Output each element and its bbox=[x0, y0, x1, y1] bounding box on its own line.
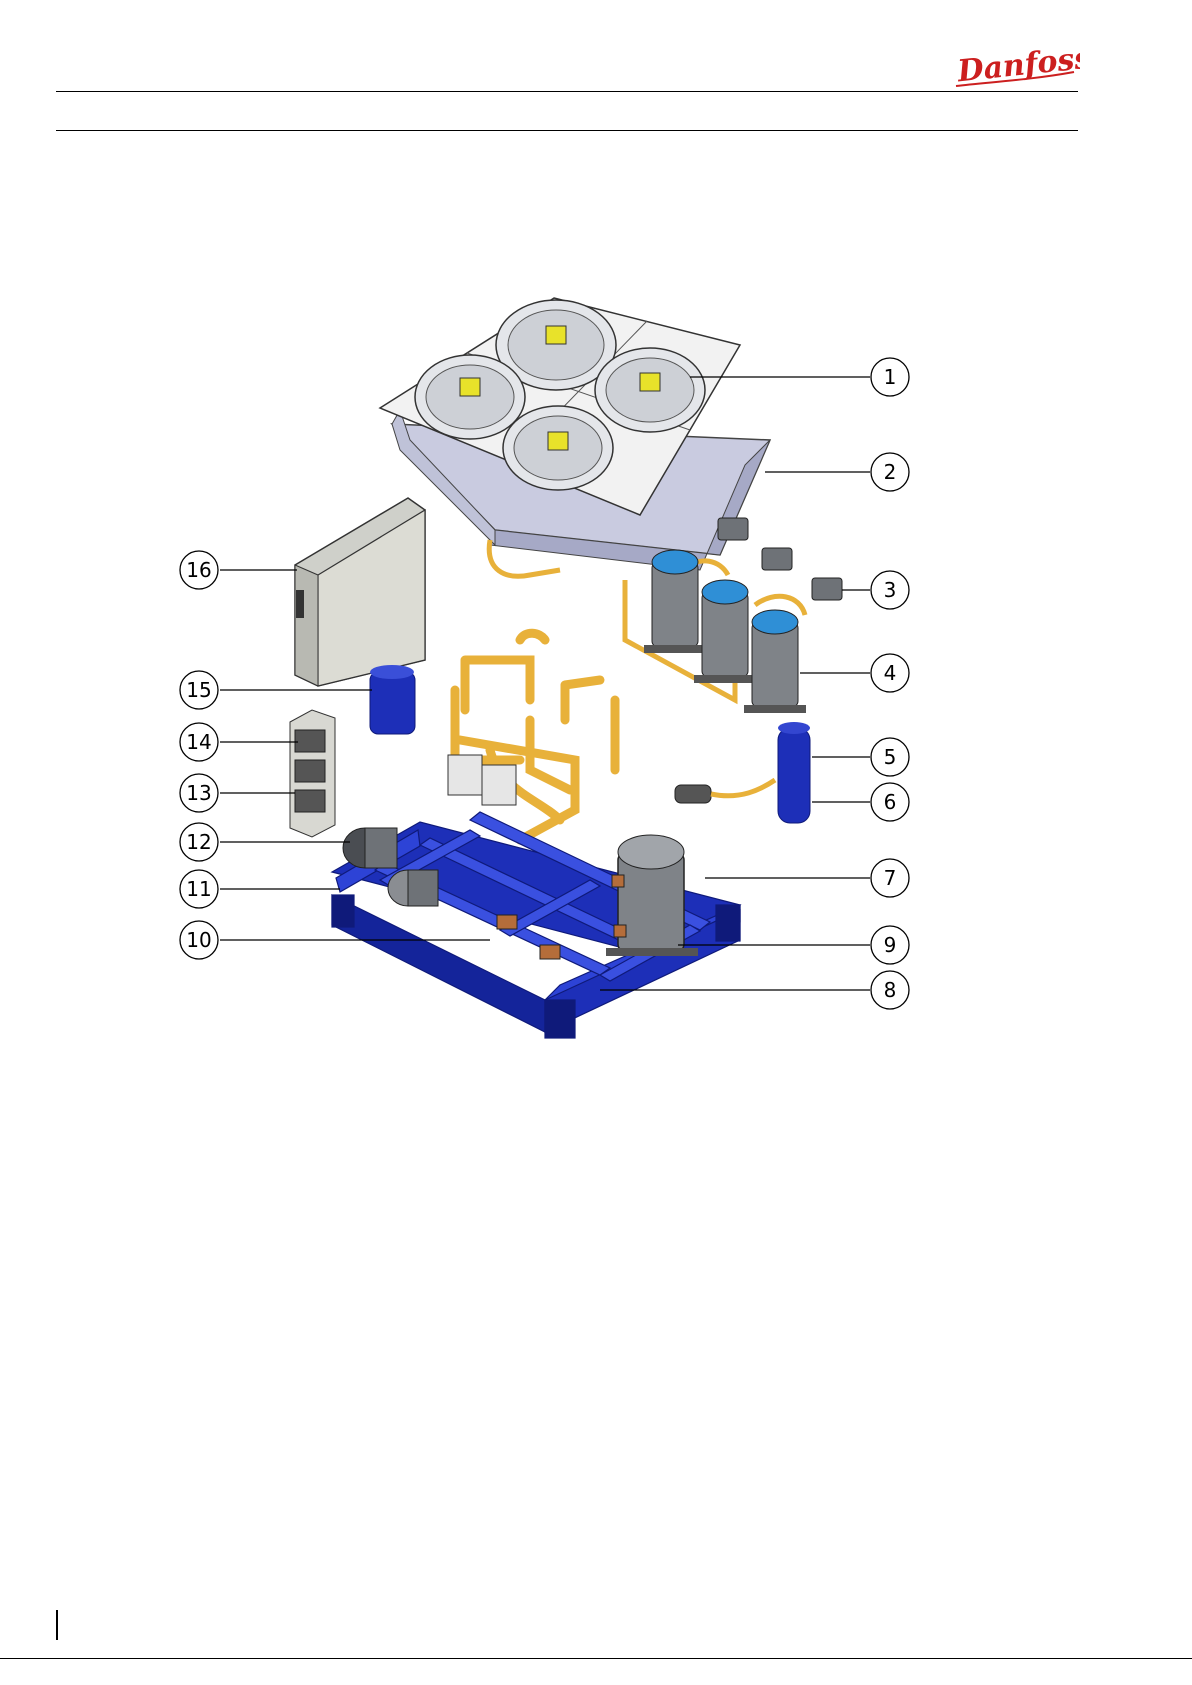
callout-7: 7 bbox=[871, 859, 909, 897]
callout-number: 8 bbox=[884, 978, 897, 1002]
callout-13: 13 bbox=[180, 774, 218, 812]
footer-bar bbox=[56, 1610, 58, 1640]
callout-number: 9 bbox=[884, 933, 897, 957]
callout-10: 10 bbox=[180, 921, 218, 959]
fan bbox=[415, 355, 525, 439]
callout-number: 6 bbox=[884, 790, 897, 814]
callout-12: 12 bbox=[180, 823, 218, 861]
callout-4: 4 bbox=[871, 654, 909, 692]
callout-number: 14 bbox=[186, 730, 211, 754]
callout-number: 1 bbox=[884, 365, 897, 389]
callout-14: 14 bbox=[180, 723, 218, 761]
fan bbox=[503, 406, 613, 490]
callout-9: 9 bbox=[871, 926, 909, 964]
callout-number: 11 bbox=[186, 877, 211, 901]
callout-16: 16 bbox=[180, 551, 218, 589]
footer-rule bbox=[0, 1658, 1192, 1659]
callout-6: 6 bbox=[871, 783, 909, 821]
callout-3: 3 bbox=[871, 571, 909, 609]
liquid-receiver bbox=[778, 722, 810, 823]
callout-number: 7 bbox=[884, 866, 897, 890]
callout-8: 8 bbox=[871, 971, 909, 1009]
main-compressor bbox=[606, 835, 698, 956]
callout-number: 4 bbox=[884, 661, 897, 685]
fan bbox=[595, 348, 705, 432]
oil-separator bbox=[370, 665, 415, 734]
callout-5: 5 bbox=[871, 738, 909, 776]
callout-2: 2 bbox=[871, 453, 909, 491]
callout-number: 13 bbox=[186, 781, 211, 805]
callout-15: 15 bbox=[180, 671, 218, 709]
control-box bbox=[295, 498, 425, 686]
callout-number: 2 bbox=[884, 460, 897, 484]
filter-drier bbox=[675, 780, 775, 803]
callout-number: 16 bbox=[186, 558, 211, 582]
piping-harness bbox=[455, 633, 615, 840]
callout-1: 1 bbox=[871, 358, 909, 396]
callout-number: 3 bbox=[884, 578, 897, 602]
callout-11: 11 bbox=[180, 870, 218, 908]
pressure-switch-panel bbox=[290, 710, 335, 837]
callout-number: 10 bbox=[186, 928, 211, 952]
callout-number: 5 bbox=[884, 745, 897, 769]
callout-number: 12 bbox=[186, 830, 211, 854]
scroll-compressors bbox=[625, 550, 806, 713]
callout-number: 15 bbox=[186, 678, 211, 702]
condenser-fan-unit bbox=[380, 298, 770, 576]
